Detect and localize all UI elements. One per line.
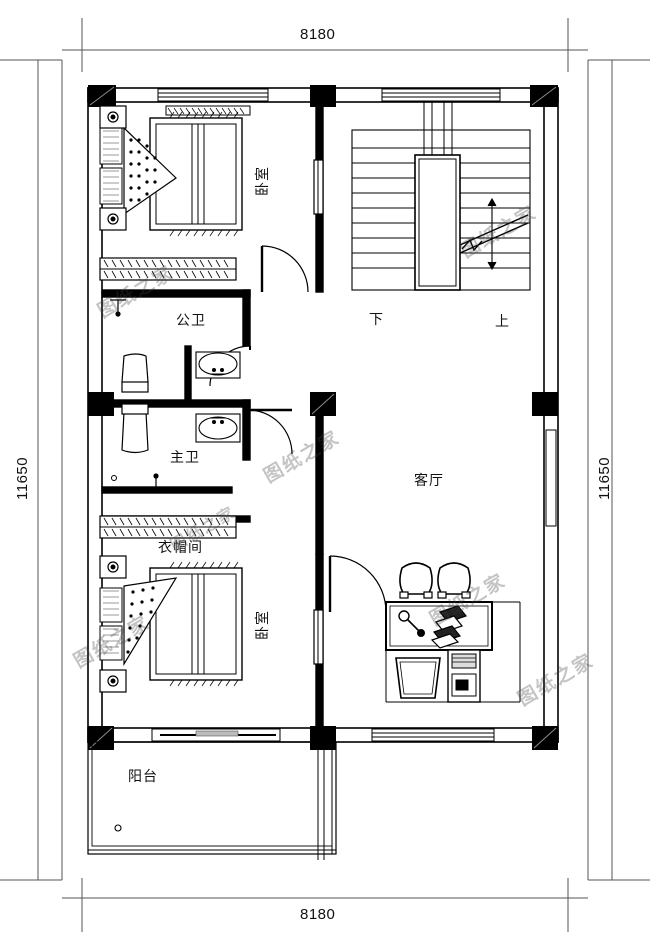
dimension-right: 11650 [596,456,613,500]
toilet-master [121,403,149,454]
closet-strip-bottom [99,515,237,539]
room-label-walk-in-closet: 衣帽间 [158,539,203,555]
stair-up-arrow [487,197,497,271]
living-room-niche [385,601,521,703]
misc-marks [313,159,557,665]
duvet-dots-bottom [126,586,155,654]
shower-fixture [146,473,166,491]
stair-up-label: 上 [495,313,510,329]
window-top-left [157,88,269,102]
armchair [395,657,441,699]
bathroom-fixtures [110,299,241,491]
toilet-public [121,353,149,393]
stair-down-label: 下 [369,311,384,327]
room-label-bedroom-top: 卧室 [254,166,270,196]
wardrobe-top [165,105,251,116]
door-swings [209,245,387,613]
window-bottom-right [371,728,495,742]
light-fixture-public-bath [110,299,126,317]
appliance-unit [447,649,481,703]
room-label-bedroom-bottom: 卧室 [254,610,270,640]
bedroom-top-furniture [99,105,251,281]
room-label-public-bath: 公卫 [176,312,206,328]
window-top-right [381,88,501,102]
closet-strip-top [99,257,237,281]
bed-hatch-lines-bottom [169,561,239,687]
chair-2 [437,562,471,599]
chair-1 [399,562,433,599]
bedroom-bottom-furniture [99,555,243,693]
dimension-lines [0,18,650,932]
basin-master [195,413,241,443]
dimension-bottom: 8180 [300,906,336,923]
table-lamp [398,610,425,637]
balcony-outline [87,741,337,860]
dimension-left: 11650 [14,456,31,500]
duvet-dots [129,138,157,202]
column-hatch [89,86,557,749]
bed-hatch-lines [169,111,239,237]
room-label-balcony: 阳台 [128,768,158,784]
nightstand-top-2 [99,207,127,231]
nightstand-top-1 [99,105,127,129]
balcony-door-opening [151,728,281,742]
room-label-living-room: 客厅 [414,472,444,488]
living-room-furniture [385,562,521,703]
staircase [351,102,531,291]
table-items [430,605,468,649]
nightstand-bottom-2 [99,669,127,693]
basin-public [195,351,241,379]
dimension-top: 8180 [300,26,336,43]
room-label-master-bath: 主卫 [170,449,200,465]
nightstand-bottom-1 [99,555,127,579]
